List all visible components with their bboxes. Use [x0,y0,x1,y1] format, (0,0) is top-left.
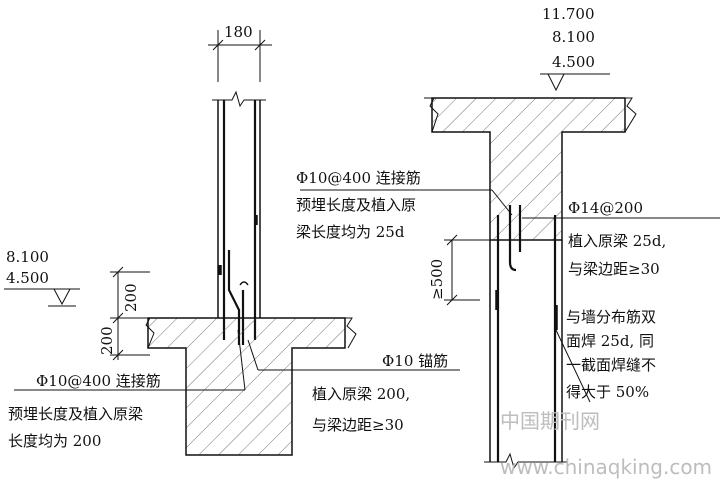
left-connect-line-2: 预埋长度及植入原梁 [8,405,143,423]
left-slab-beam [147,317,346,456]
left-anchor-line-1: Φ10 锚筋 [382,352,448,370]
dim-width-label: 180 [224,23,253,41]
right-weld-line-4: 得大于 50% [566,383,649,401]
right-connect-line-1: Φ10@400 连接筋 [296,169,421,187]
left-elev-top: 8.100 [6,248,49,266]
right-elev-2: 8.100 [552,28,595,46]
right-bar-line-2: 植入原梁 25d, [568,232,666,250]
left-connect-line-1: Φ10@400 连接筋 [36,372,161,390]
dim-lower-label: 200 [98,326,116,355]
right-bar-line-1: Φ14@200 [568,199,643,217]
left-elev-bottom: 4.500 [6,269,49,287]
left-wall [212,90,266,318]
right-wall [484,240,568,470]
left-anchor-line-2: 植入原梁 200, [312,385,410,403]
right-weld-line-3: 一截面焊缝不 [566,356,656,374]
dim-vertical-200 [110,266,150,361]
right-connect-line-3: 梁长度均为 25d [296,223,405,241]
right-elev-3: 4.500 [552,53,595,71]
dim-width-180 [208,30,272,82]
left-anchor-line-3: 与梁边距≥30 [312,416,404,434]
right-wall-rebars [495,205,558,462]
right-weld-line-2: 面焊 25d, 同 [566,332,654,350]
watermark-cn: 中国期刊网 [500,409,600,433]
left-wall-rebars [218,100,258,345]
right-detail: 11.700 8.100 4.500 [296,5,720,470]
right-weld-line-1: 与墙分布筋双 [566,308,656,326]
left-connect-line-3: 长度均为 200 [8,432,101,450]
dim-vertical-label: ≥500 [428,259,446,300]
dim-upper-label: 200 [122,283,140,312]
dim-vertical-500 [444,234,490,306]
right-elev-marker [540,73,610,92]
watermark-url: www.chinaqking.com [500,455,712,479]
right-bar-line-3: 与梁边距≥30 [568,260,660,278]
right-slab-beam [431,97,626,241]
right-connect-line-2: 预埋长度及植入原 [296,196,416,214]
right-elev-1: 11.700 [542,5,595,23]
left-elev-marker [4,288,80,307]
left-detail: 180 200 [4,23,460,456]
